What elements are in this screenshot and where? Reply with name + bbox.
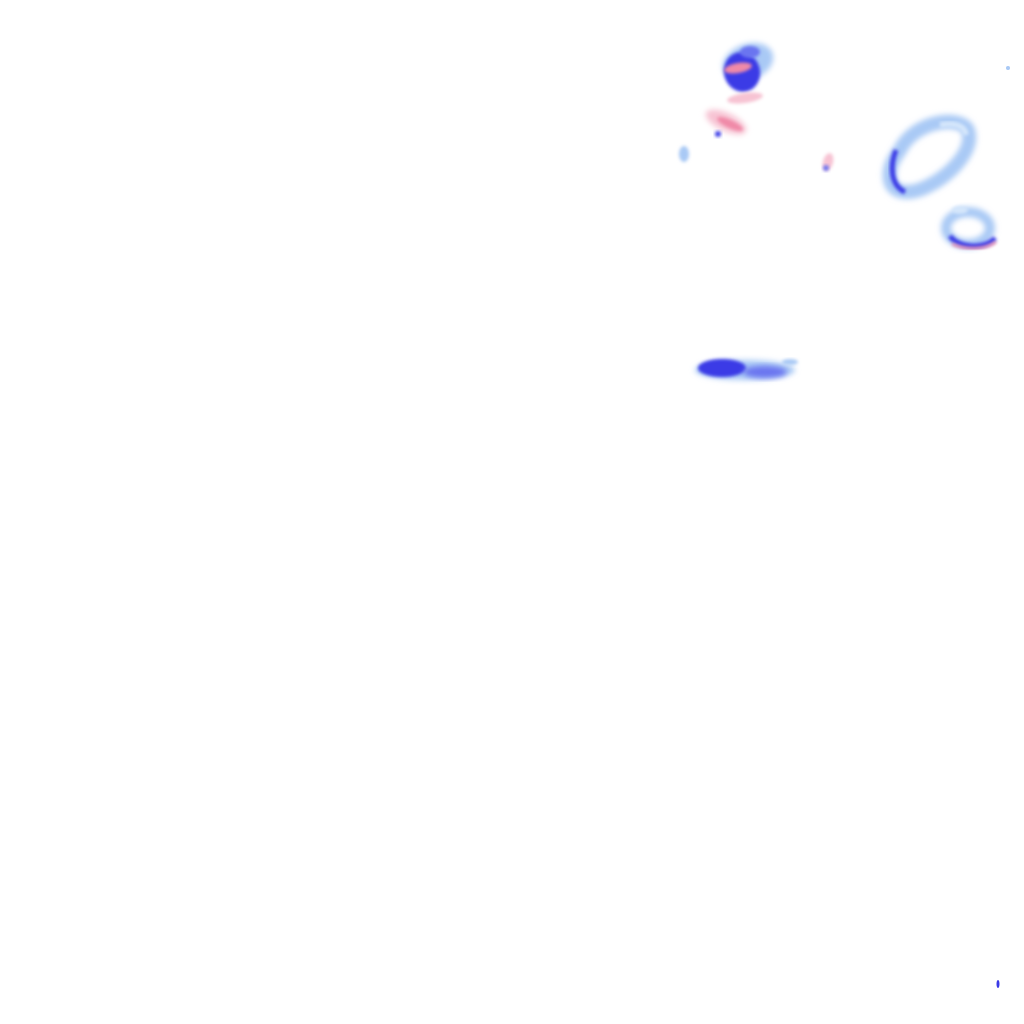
horizontal-streak-blob (695, 359, 798, 380)
ring-blob-small (941, 206, 997, 250)
pink-streak-blob (705, 109, 747, 137)
tiny-left-speck (679, 146, 689, 162)
corner-speck (996, 980, 1000, 988)
tiny-center-speck (822, 153, 834, 171)
top-cluster-blob (722, 42, 774, 104)
edge-speck (1006, 66, 1010, 70)
ring-blob-large (882, 114, 977, 199)
